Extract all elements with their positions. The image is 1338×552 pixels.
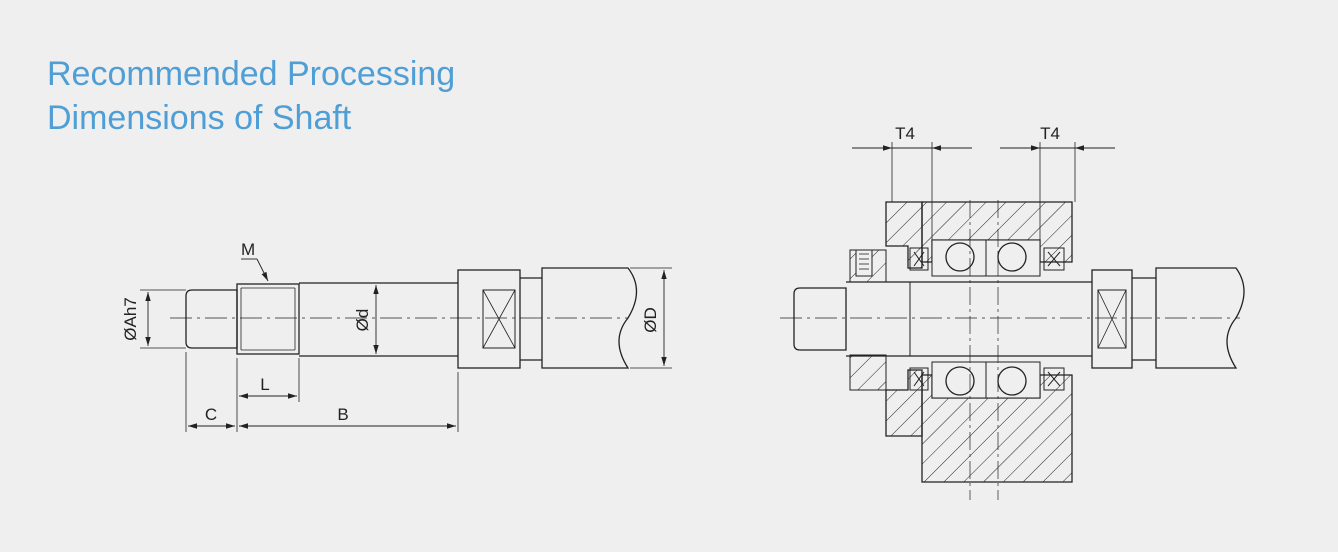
- shaft-nut-block: [457, 269, 521, 369]
- page-title: Recommended Processing Dimensions of Sha…: [47, 52, 455, 140]
- label-journal-diameter: ØAh7: [121, 297, 140, 340]
- label-thread-length: L: [260, 375, 269, 394]
- label-chamfer: C: [205, 405, 217, 424]
- ball-upper-right: [997, 242, 1027, 272]
- assembly-nut-block: [1091, 269, 1133, 369]
- shaft-drawing: [140, 258, 672, 432]
- seal-upper-left: [909, 247, 929, 271]
- lock-nut-lower: [885, 369, 923, 437]
- label-thread: M: [241, 240, 255, 259]
- seal-lower-left: [909, 367, 929, 391]
- lock-nut-upper: [885, 201, 923, 269]
- assembly-shaft-end: [793, 287, 847, 351]
- label-length: B: [337, 405, 348, 424]
- ball-upper-left: [945, 242, 975, 272]
- journal-section: [185, 289, 238, 349]
- outer-section: [541, 267, 638, 369]
- title-line-1: Recommended Processing: [47, 55, 456, 93]
- label-t4-left: T4: [895, 124, 915, 143]
- label-outer-diameter: ØD: [641, 307, 660, 333]
- seal-upper-right: [1043, 247, 1065, 271]
- set-screw: [855, 249, 873, 277]
- label-shaft-diameter: Ød: [353, 309, 372, 332]
- assembly-outer-section: [1155, 267, 1245, 369]
- ball-lower-right: [997, 366, 1027, 396]
- thread-section: [236, 283, 300, 355]
- seal-lower-right: [1043, 367, 1065, 391]
- collar-lower: [849, 354, 887, 391]
- ball-lower-left: [945, 366, 975, 396]
- assembly-drawing: [780, 142, 1245, 500]
- title-line-2: Dimensions of Shaft: [47, 99, 352, 137]
- shaft-body: [299, 282, 458, 357]
- label-t4-right: T4: [1040, 124, 1060, 143]
